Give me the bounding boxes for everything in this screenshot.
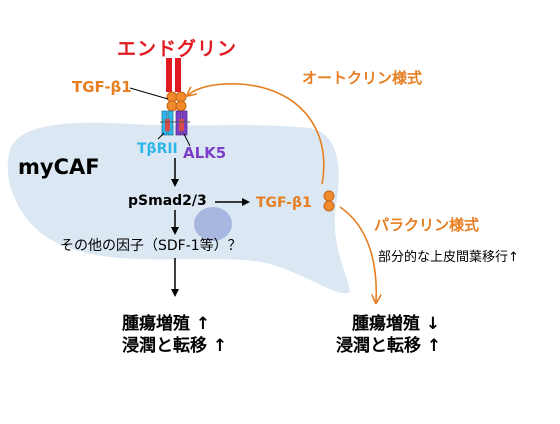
tgf-leader-line [129,87,169,100]
autocrine-label: オートクリン様式 [302,69,423,87]
left-outcome-1: 腫瘍増殖 ↑ [122,316,210,333]
endoglin-label: エンドグリン [117,38,238,60]
receptor-complex [160,110,190,136]
arrow-indicator: ↑ [426,336,442,356]
left-outcome-2: 浸潤と転移 ↑ [122,338,227,355]
tgf-beta1-ligand [166,91,187,112]
mycaf-label: myCAF [18,155,100,179]
secreted-tgf-beta1-label: TGF-β1 [256,195,312,211]
tbrii-label: TβRII [137,141,178,157]
other-factors-label: その他の因子（SDF-1等）？ [60,238,242,254]
outcome-text: 浸潤と転移 [336,336,421,356]
psmad-label: pSmad2/3 [128,193,207,209]
nucleus [194,207,232,241]
right-outcome-1: 腫瘍増殖 ↓ [352,316,440,333]
mycaf-cell-body [7,122,350,294]
partial-emt-label: 部分的な上皮間葉移行↑ [378,250,519,265]
secreted-tgf-beta1 [323,190,335,212]
arrow-indicator: ↑ [195,314,211,334]
right-outcome-2: 浸潤と転移 ↑ [336,338,441,355]
tgf-beta1-label: TGF-β1 [72,78,132,96]
autocrine-arrow [188,83,325,185]
alk5-leader-line [183,133,191,147]
alk5-label: ALK5 [183,144,227,162]
tbrii-leader-line [157,132,165,140]
outcome-text: 浸潤と転移 [122,336,207,356]
endoglin-receptor [166,58,181,92]
paracrine-label: パラクリン様式 [374,216,480,234]
outcome-text: 腫瘍増殖 [352,314,420,334]
arrow-indicator: ↓ [425,314,441,334]
arrow-indicator: ↑ [212,336,228,356]
paracrine-arrow [339,206,376,302]
outcome-text: 腫瘍増殖 [122,314,190,334]
